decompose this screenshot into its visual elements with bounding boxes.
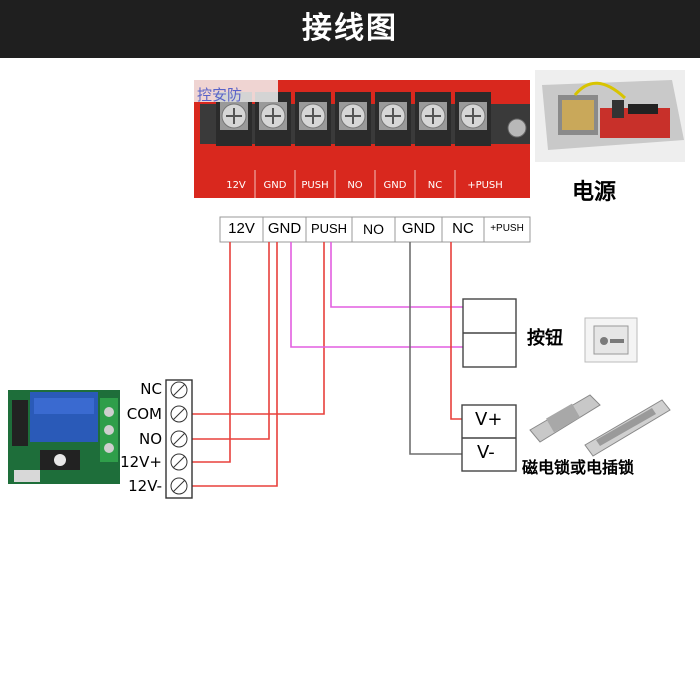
- strip-label-12v: 12V: [228, 220, 255, 237]
- module-terminal-block: [165, 379, 193, 499]
- board-label-gnd-2: GND: [383, 180, 407, 191]
- strip-label-gnd: GND: [267, 220, 302, 237]
- power-terminal-board: [194, 80, 530, 198]
- lock-terminal-box: [461, 404, 517, 472]
- wire-gnd-button-bottom: [290, 242, 463, 348]
- wire-push-com: [190, 242, 325, 415]
- module-terminal-12v-minus: 12V-: [128, 477, 162, 495]
- brand-watermark: 控安防: [197, 86, 243, 104]
- wire-push-button-top: [330, 242, 463, 308]
- power-supply-photo: [535, 70, 685, 162]
- module-terminal-nc: NC: [140, 380, 162, 398]
- strip-label-nc: NC: [452, 220, 474, 237]
- power-supply-caption: 电源: [572, 180, 617, 205]
- strip-label-plus-push: +PUSH: [490, 223, 524, 234]
- terminal-strip-labels: 12V GND PUSH NO GND NC +PUSH: [220, 217, 530, 242]
- board-label-nc: NC: [427, 180, 443, 191]
- spare-screw: [507, 118, 527, 138]
- board-label-plus-push: +PUSH: [467, 180, 503, 191]
- module-terminal-12v-plus: 12V+: [120, 453, 162, 471]
- module-terminal-no: NO: [138, 430, 162, 448]
- wire-gnd-no: [190, 242, 270, 440]
- wire-nc-lock: [450, 242, 462, 420]
- lock-terminal-vminus: V-: [477, 442, 495, 463]
- terminal-screws: [216, 92, 491, 146]
- board-label-no: NO: [347, 180, 363, 191]
- lock-terminal-vplus: V+: [475, 409, 503, 430]
- wire-gnd-lock: [409, 242, 462, 455]
- terminal-label-strip: [219, 216, 531, 243]
- board-label-12v: 12V: [226, 180, 246, 191]
- board-label-gnd: GND: [263, 180, 287, 191]
- button-caption: 按钮: [527, 328, 563, 349]
- button-terminal-box: [462, 298, 517, 368]
- relay-module-photo: [8, 390, 120, 484]
- strip-label-push: PUSH: [310, 221, 348, 236]
- strip-label-no: NO: [363, 221, 384, 237]
- board-label-push: PUSH: [301, 180, 329, 191]
- module-terminal-com: COM: [126, 405, 162, 423]
- strip-label-gnd-2: GND: [401, 220, 436, 237]
- lock-caption: 磁电锁或电插锁: [522, 458, 635, 477]
- wire-gnd-module: [190, 242, 278, 487]
- page-title: 接线图: [0, 0, 700, 58]
- exit-button-photo: [584, 317, 638, 363]
- wire-12v: [190, 242, 231, 463]
- lock-photo: [529, 394, 671, 457]
